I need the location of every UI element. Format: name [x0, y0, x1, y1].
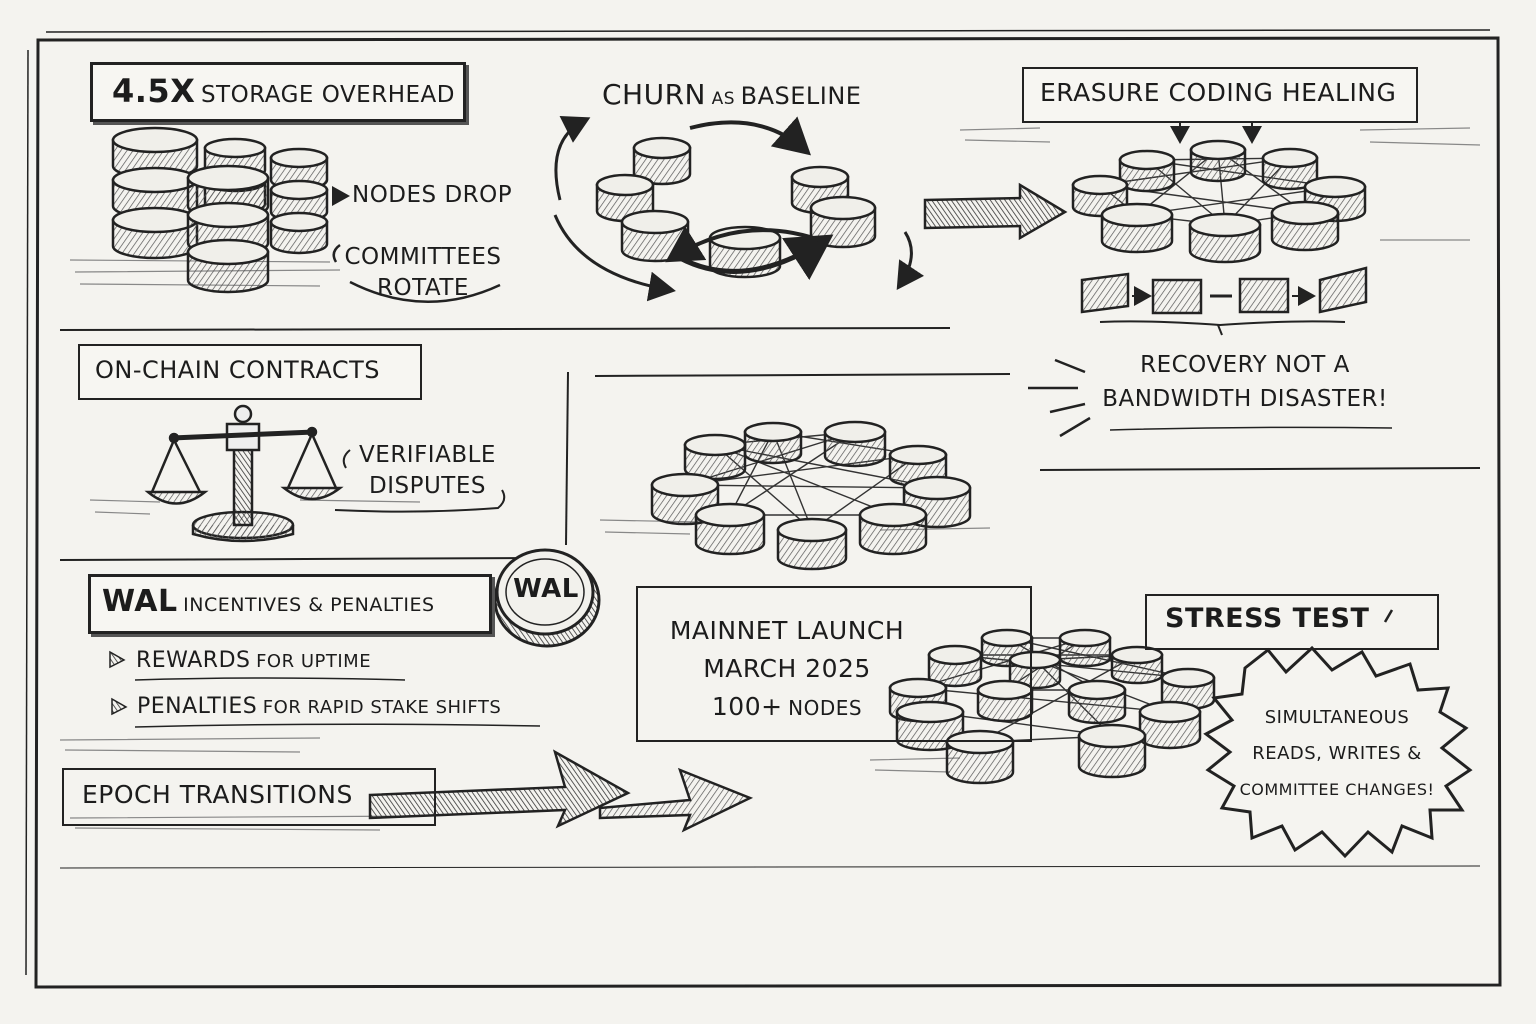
stress-burst-icon — [1203, 645, 1473, 859]
churn-node-ring — [595, 136, 877, 279]
stress-burst-text: Simultaneous reads, writes & committee c… — [1222, 700, 1452, 808]
churn-title-as: as — [711, 89, 736, 109]
node-cylinder-icon — [683, 433, 747, 481]
recovery-underline — [1109, 426, 1393, 431]
wal-coin-icon — [493, 548, 601, 648]
node-cylinder-icon — [1100, 202, 1174, 254]
node-cylinder-icon — [945, 729, 1015, 785]
rotate-line: Rotate — [377, 275, 469, 301]
node-cylinder-icon — [1261, 147, 1319, 191]
burst-line3: committee changes! — [1239, 780, 1435, 799]
rewards-bullet: Rewards for uptime — [136, 648, 371, 673]
verifiable-line: Verifiable — [359, 442, 496, 468]
node-cylinder-icon — [1008, 650, 1062, 690]
on-chain-contracts-box — [78, 344, 422, 400]
node-cylinder-icon — [1071, 174, 1129, 218]
wal-bullet-underlines — [109, 650, 541, 728]
erasure-coding-box — [1022, 67, 1418, 123]
storage-overhead-label: Storage Overhead — [200, 82, 455, 108]
node-cylinder-icon — [823, 420, 887, 468]
storage-overhead-title: 4.5x Storage Overhead — [112, 72, 455, 110]
rewards-word: Rewards — [136, 648, 251, 673]
recovery-label: Recovery not a bandwidth disaster! — [1095, 348, 1395, 416]
fragment-blocks — [1080, 266, 1368, 336]
wal-title-token: WAL — [102, 584, 178, 619]
disputes-line: Disputes — [369, 473, 486, 499]
nodes-drop-label: Nodes Drop — [352, 182, 513, 208]
panel-frame — [25, 29, 1502, 989]
wal-incentives-title: WAL Incentives & Penalties — [102, 584, 435, 619]
penalties-word: Penalties — [137, 694, 258, 719]
erasure-coding-title: Erasure Coding Healing — [1040, 78, 1397, 107]
verifiable-bracket — [334, 449, 506, 513]
epoch-transitions-box — [62, 768, 436, 826]
node-cylinder-icon — [888, 444, 948, 488]
node-count-unit: Nodes — [788, 696, 863, 720]
node-cylinder-icon — [1067, 679, 1127, 725]
erasure-coding-network — [1071, 139, 1367, 264]
center-storage-network — [650, 420, 972, 571]
node-cylinder-icon — [1138, 700, 1202, 750]
churn-title-main: Churn — [602, 78, 706, 111]
recovery-line2: bandwidth disaster! — [1102, 386, 1388, 412]
node-count-line: 100+ Nodes — [652, 688, 922, 729]
verifiable-disputes-label: Verifiable Disputes — [345, 440, 510, 502]
storage-overhead-factor: 4.5x — [112, 72, 196, 110]
node-cylinder-icon — [1118, 149, 1176, 193]
node-cylinder-icon — [186, 238, 270, 294]
background-scribbles — [59, 127, 1481, 831]
mainnet-launch-box — [636, 586, 1032, 742]
penalties-rest: for rapid stake shifts — [262, 697, 502, 718]
section-dividers — [59, 327, 1481, 869]
node-cylinder-icon — [1110, 645, 1164, 685]
churn-title: Churn as Baseline — [602, 78, 861, 111]
churn-arrows — [553, 115, 925, 302]
burst-line2: reads, writes & — [1252, 743, 1422, 764]
node-cylinder-icon — [269, 211, 329, 255]
wal-title-rest: Incentives & Penalties — [183, 594, 435, 616]
committees-curve-icon — [332, 243, 501, 304]
penalties-bullet: Penalties for rapid stake shifts — [137, 694, 501, 719]
node-cylinder-icon — [743, 421, 803, 465]
stress-test-box — [1145, 594, 1439, 650]
committees-rotate-label: Committees Rotate — [338, 242, 508, 304]
storage-stack-icon — [111, 126, 329, 294]
recovery-line1: Recovery not a — [1140, 352, 1350, 378]
recovery-burst-lines — [1028, 358, 1091, 438]
node-cylinder-icon — [927, 644, 983, 688]
node-cylinder-icon — [902, 475, 972, 529]
epoch-transitions-title: Epoch Transitions — [82, 780, 353, 809]
rewards-rest: for uptime — [256, 651, 372, 672]
node-cylinder-icon — [1058, 628, 1112, 668]
burst-line1: Simultaneous — [1264, 707, 1410, 728]
node-cylinder-icon — [1077, 723, 1147, 779]
scales-of-justice-icon — [144, 404, 344, 543]
churn-to-healing-arrow-icon — [923, 182, 1068, 241]
storage-overhead-box — [90, 62, 466, 122]
on-chain-contracts-title: On-Chain Contracts — [95, 356, 380, 384]
node-count: 100+ — [711, 692, 783, 721]
node-cylinder-icon — [1270, 200, 1340, 252]
stress-test-network — [888, 628, 1216, 785]
wal-coin-label: WAL — [513, 574, 579, 604]
stress-test-tick — [1383, 609, 1394, 623]
node-cylinder-icon — [1188, 212, 1262, 264]
churn-title-baseline: Baseline — [740, 82, 862, 110]
node-cylinder-icon — [694, 502, 766, 556]
mainnet-launch-text: Mainnet Launch March 2025 100+ Nodes — [652, 612, 922, 729]
node-cylinder-icon — [776, 517, 848, 571]
march-2025-line: March 2025 — [703, 654, 871, 683]
committees-line: Committees — [344, 244, 502, 270]
node-cylinder-icon — [1189, 139, 1247, 183]
stress-test-title: Stress Test — [1165, 603, 1370, 634]
mainnet-line: Mainnet Launch — [669, 616, 905, 645]
node-cylinder-icon — [111, 206, 199, 260]
node-cylinder-icon — [858, 502, 928, 556]
wal-incentives-box — [88, 574, 492, 634]
